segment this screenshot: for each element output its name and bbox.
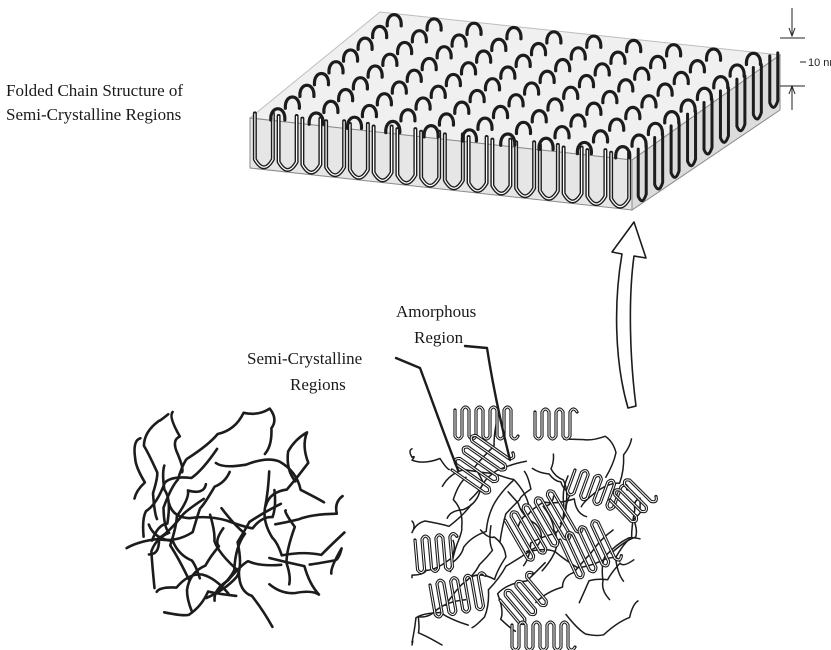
amorphous-label-line1: Amorphous: [396, 302, 476, 321]
amorphous-label-line2: Region: [414, 328, 464, 347]
semicrystalline-label-line1: Semi-Crystalline: [247, 349, 362, 368]
transition-arrow: [612, 222, 646, 408]
lamella-fold-highlight: [455, 407, 518, 439]
semicrystalline-pointer: [396, 358, 458, 470]
coil-segment: [170, 484, 206, 580]
scale-label: 10 nm: [808, 57, 831, 69]
lamella-fold-highlight: [512, 622, 575, 650]
lamellar-block: [429, 572, 490, 617]
folded-chain-label-line2: Semi-Crystalline Regions: [6, 105, 181, 124]
amorphous-polymer-coil: [127, 409, 345, 627]
coil-segment: [164, 592, 236, 616]
lamellar-block: [455, 407, 518, 439]
lamella-fold: [455, 407, 518, 439]
tangle-segment: [564, 436, 616, 477]
folded-chain-label-line1: Folded Chain Structure of: [6, 81, 183, 100]
coil-segment: [171, 412, 182, 472]
folded-chain-lamella: [250, 12, 780, 210]
tangle-segment: [410, 449, 449, 470]
lamellar-block: [535, 409, 577, 439]
coil-segment: [187, 409, 274, 459]
lamellar-block: [498, 571, 553, 626]
lamellar-block: [512, 622, 575, 650]
coil-segment: [266, 432, 309, 505]
tangle-segment: [566, 601, 638, 636]
semicrystalline-label-line2: Regions: [290, 375, 346, 394]
lamella-fold: [512, 622, 575, 650]
thickness-scale-bar: 10 nm: [780, 8, 831, 110]
